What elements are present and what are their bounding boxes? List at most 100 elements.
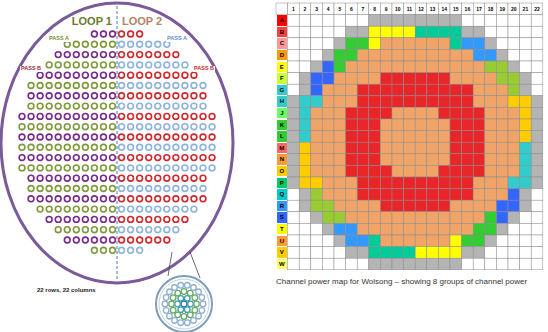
channel-dot: [137, 175, 143, 181]
map-cell: [392, 61, 404, 73]
map-cell: [450, 15, 462, 27]
channel-dot: [164, 186, 170, 192]
map-cell: [508, 258, 520, 270]
channel-dot: [64, 144, 70, 150]
channel-dot: [64, 114, 70, 120]
map-cell: [438, 142, 450, 154]
map-cell: [485, 107, 497, 119]
map-cell: [369, 61, 381, 73]
channel-dot: [191, 155, 197, 161]
channel-dot: [119, 41, 125, 47]
map-cell: [369, 165, 381, 177]
column-number: 21: [520, 4, 531, 15]
channel-dot: [64, 217, 70, 223]
map-cell: [450, 84, 462, 96]
channel-dot: [55, 196, 61, 202]
map-cell: [369, 177, 381, 189]
channel-dot: [46, 165, 52, 171]
channel-dot: [182, 206, 188, 212]
map-cell: [520, 165, 532, 177]
map-cell: [438, 73, 450, 85]
map-cell: [508, 61, 520, 73]
map-cell: [427, 49, 439, 61]
map-cell: [473, 96, 485, 108]
map-cell: [531, 38, 543, 50]
row-letter: C: [277, 38, 288, 49]
channel-dot: [164, 165, 170, 171]
channel-dot: [55, 52, 61, 58]
channel-dot: [92, 41, 98, 47]
map-cell: [438, 61, 450, 73]
map-cell: [288, 131, 300, 143]
map-cell: [311, 154, 323, 166]
channel-dot: [73, 93, 79, 99]
map-cell: [508, 212, 520, 224]
channel-dot: [200, 114, 206, 120]
channel-dot: [164, 52, 170, 58]
map-cell: [288, 107, 300, 119]
lattice-note: 22 rows, 22 columns: [36, 287, 97, 293]
channel-dot: [55, 165, 61, 171]
map-cell: [346, 223, 358, 235]
channel-dot: [209, 155, 215, 161]
channel-dot: [28, 186, 34, 192]
channel-dot: [173, 52, 179, 58]
channel-dot: [46, 175, 52, 181]
channel-dot: [110, 247, 116, 253]
channel-dot: [146, 165, 152, 171]
channel-dot: [82, 41, 88, 47]
map-cell: [404, 107, 416, 119]
map-cell: [508, 26, 520, 38]
map-cell: [380, 165, 392, 177]
map-cell: [508, 200, 520, 212]
map-cell: [531, 177, 543, 189]
channel-dot: [37, 186, 43, 192]
map-cell: [380, 3, 392, 15]
channel-dot: [73, 237, 79, 243]
channel-dot: [101, 114, 107, 120]
map-cell: [462, 61, 474, 73]
fuel-pin: [188, 301, 194, 307]
map-cell: [334, 73, 346, 85]
channel-dot: [55, 227, 61, 233]
map-cell: [299, 38, 311, 50]
map-cell: [462, 3, 474, 15]
row-letter: J: [277, 108, 288, 119]
map-cell: [462, 142, 474, 154]
map-cell: [415, 235, 427, 247]
channel-dot: [164, 83, 170, 89]
channel-dot: [119, 175, 125, 181]
map-cell: [438, 38, 450, 50]
map-cell: [438, 223, 450, 235]
channel-dot: [19, 165, 25, 171]
channel-dot: [155, 62, 161, 68]
map-cell: [380, 212, 392, 224]
channel-dot: [146, 237, 152, 243]
map-cell: [438, 154, 450, 166]
map-cell: [427, 73, 439, 85]
map-cell: [462, 247, 474, 259]
channel-dot: [164, 237, 170, 243]
map-cell: [334, 154, 346, 166]
fuel-pin: [178, 320, 184, 326]
map-cell: [496, 212, 508, 224]
map-cell: [334, 3, 346, 15]
map-cell: [415, 84, 427, 96]
channel-dot: [173, 144, 179, 150]
map-cell: [346, 258, 358, 270]
map-cell: [473, 119, 485, 131]
row-letter: A: [277, 15, 288, 26]
map-cell: [404, 247, 416, 259]
channel-dot: [55, 175, 61, 181]
channel-dot: [182, 114, 188, 120]
channel-dot: [209, 124, 215, 130]
channel-dot: [209, 114, 215, 120]
channel-dot: [110, 217, 116, 223]
map-cell: [380, 200, 392, 212]
map-cell: [288, 177, 300, 189]
channel-dot: [173, 103, 179, 109]
channel-dot: [110, 227, 116, 233]
map-cell: [369, 247, 381, 259]
map-cell: [299, 154, 311, 166]
map-cell: [485, 142, 497, 154]
